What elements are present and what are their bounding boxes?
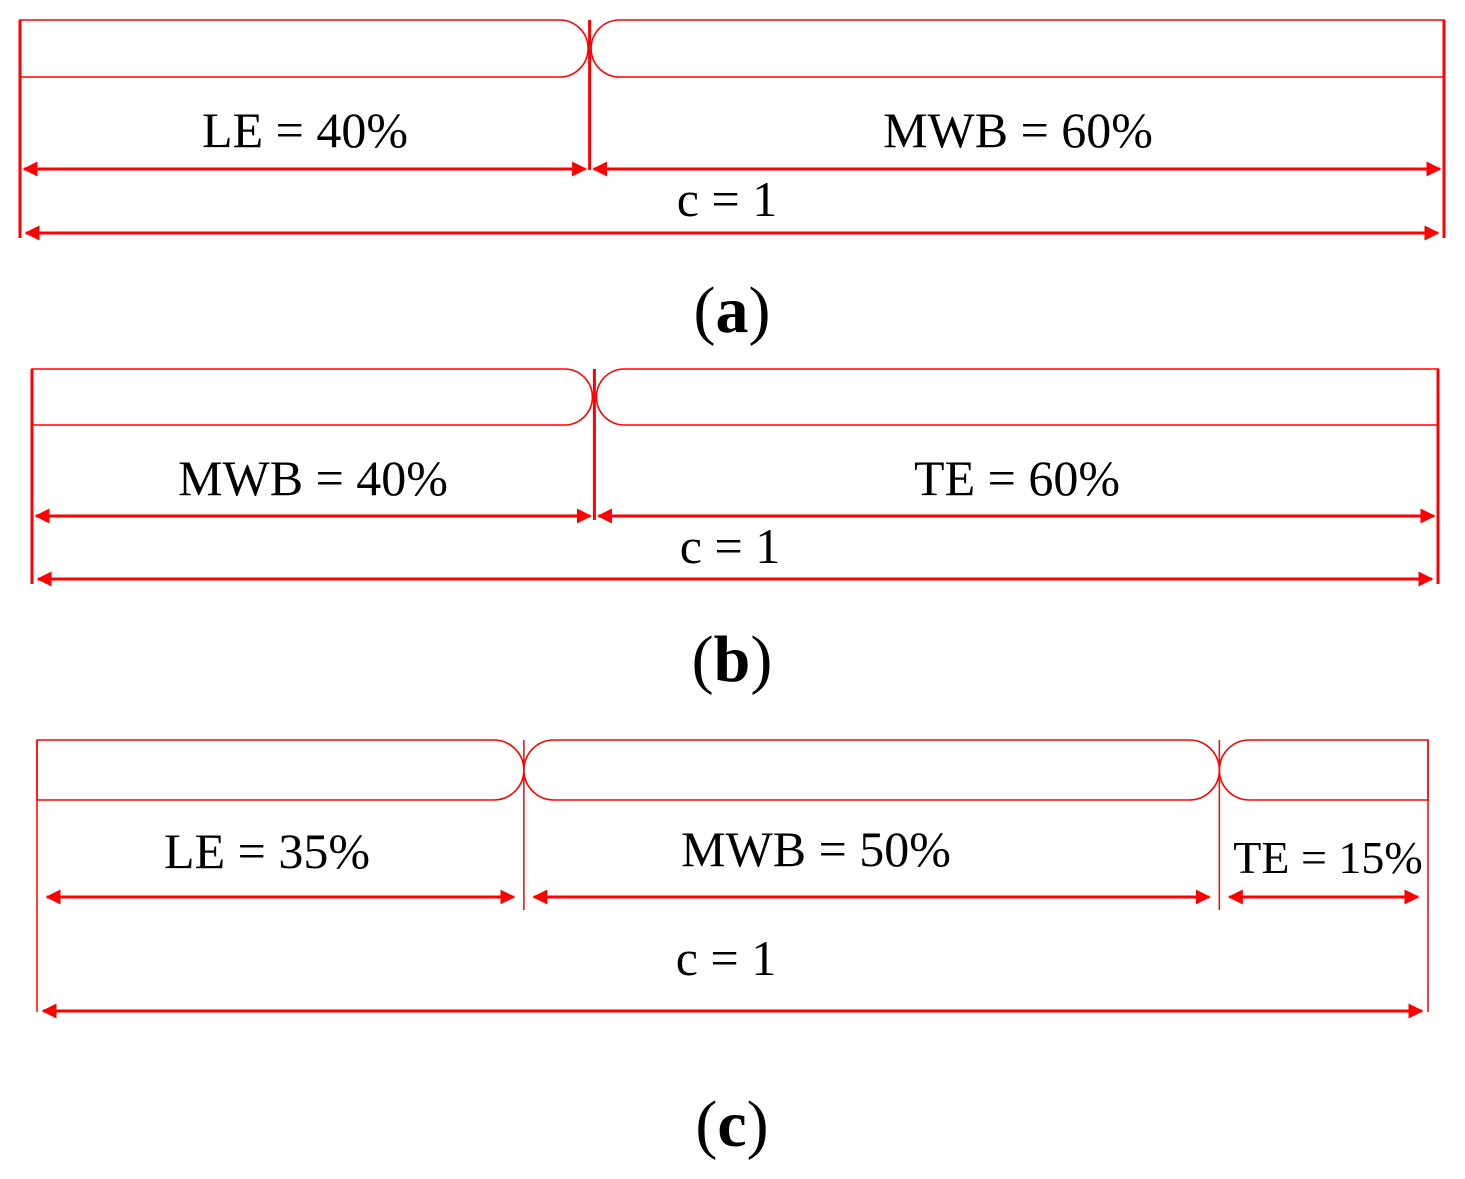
panel-c-segment-3-label: TE = 15% <box>1233 832 1422 883</box>
panel-b-caption-letter: b <box>714 623 751 696</box>
panel-c-caption-close: ) <box>747 1088 769 1161</box>
panel-c-caption-open: ( <box>695 1088 717 1161</box>
panel-c-chord-label: c = 1 <box>676 930 776 986</box>
panel-a-segment-2-label: MWB = 60% <box>883 102 1153 158</box>
panel-c-segment-2-outline <box>523 739 1221 801</box>
panel-a-caption-letter: a <box>716 274 749 347</box>
panel-a: LE = 40% MWB = 60% c = 1 (a) <box>18 19 1446 347</box>
panel-b-caption: (b) <box>692 623 773 696</box>
panel-a-chord-label: c = 1 <box>677 171 777 227</box>
panel-b: MWB = 40% TE = 60% c = 1 (b) <box>30 368 1440 696</box>
panel-c-segment-2-label: MWB = 50% <box>681 821 951 877</box>
panel-a-caption-close: ) <box>749 274 771 347</box>
panel-c-caption: (c) <box>695 1088 768 1161</box>
panel-a-segment-1-outline <box>19 19 589 78</box>
panel-a-caption: (a) <box>694 274 771 347</box>
panel-a-segment-1-label: LE = 40% <box>202 102 408 158</box>
panel-a-bars <box>18 19 1446 241</box>
panel-c-segment-1-outline <box>36 739 525 801</box>
panel-a-segment-2-outline <box>590 19 1445 78</box>
panel-c-segment-1-label: LE = 35% <box>164 823 370 879</box>
panel-b-segment-2-outline <box>595 368 1439 426</box>
panel-b-chord-label: c = 1 <box>680 518 780 574</box>
panel-b-caption-close: ) <box>750 623 772 696</box>
panel-b-segment-2-label: TE = 60% <box>914 450 1120 506</box>
panel-c-segment-3-outline <box>1218 739 1429 801</box>
panel-b-bars <box>30 368 1440 587</box>
panel-a-caption-open: ( <box>694 274 716 347</box>
panel-b-segment-1-label: MWB = 40% <box>178 450 448 506</box>
panel-c: LE = 35% MWB = 50% TE = 15% c = 1 (c) <box>36 739 1429 1161</box>
panel-c-bars <box>36 739 1429 1019</box>
panel-b-segment-1-outline <box>31 368 594 426</box>
panel-b-caption-open: ( <box>692 623 714 696</box>
panel-c-caption-letter: c <box>717 1088 746 1161</box>
